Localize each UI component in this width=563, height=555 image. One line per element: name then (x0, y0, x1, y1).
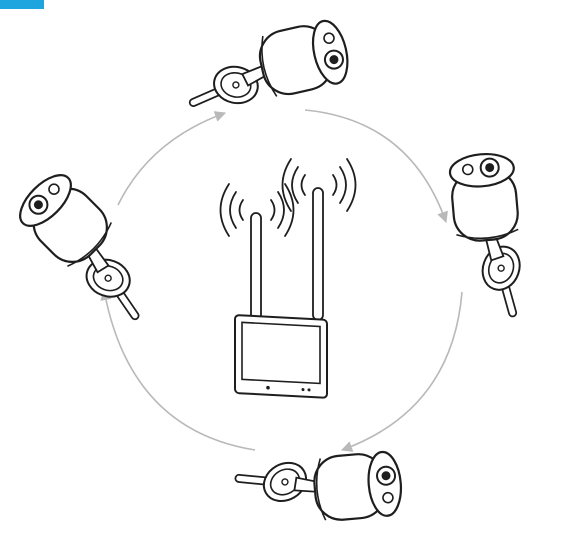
arrow-top-to-right (305, 110, 446, 222)
camera-left (0, 157, 174, 315)
arrow-right-to-bottom (342, 292, 462, 450)
arrow-left-to-top (118, 113, 225, 205)
arrow-bottom-to-left (104, 290, 255, 450)
wireless-monitor-nvr-icon (221, 159, 356, 398)
camera-bottom (239, 403, 427, 555)
signal-waves-icon (221, 159, 356, 236)
flow-arrows (104, 110, 462, 450)
camera-right (406, 132, 563, 313)
camera-top (193, 0, 365, 134)
